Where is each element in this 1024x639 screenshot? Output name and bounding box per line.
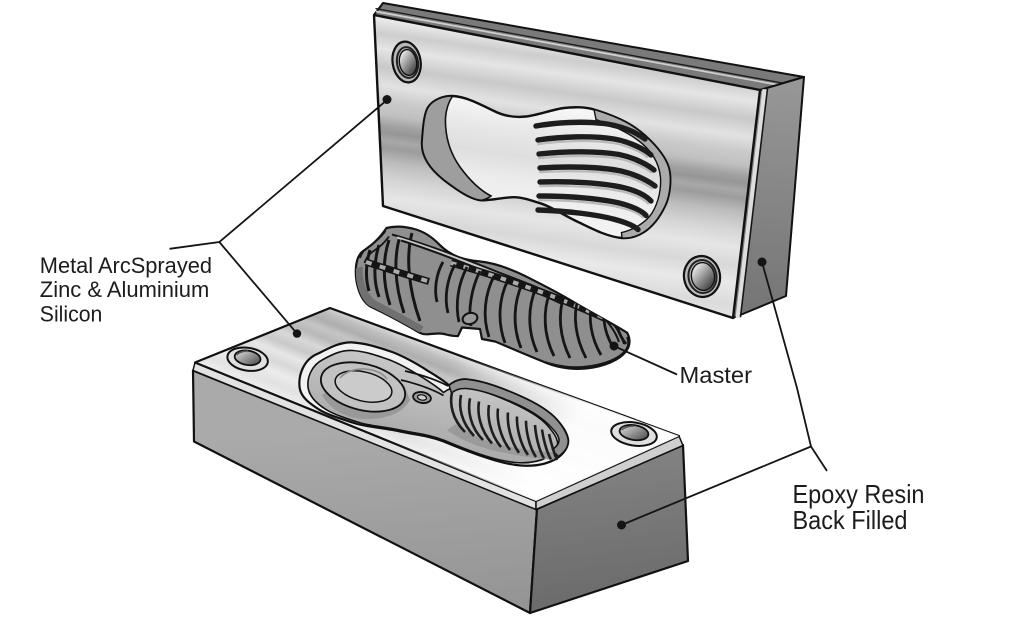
svg-text:Epoxy Resin: Epoxy Resin [793, 479, 925, 509]
svg-text:Back Filled: Back Filled [793, 505, 908, 535]
svg-text:Silicon: Silicon [40, 301, 103, 326]
svg-text:Master: Master [680, 362, 753, 388]
svg-text:Zinc & Aluminium: Zinc & Aluminium [40, 277, 210, 302]
svg-text:Metal ArcSprayed: Metal ArcSprayed [40, 253, 212, 278]
